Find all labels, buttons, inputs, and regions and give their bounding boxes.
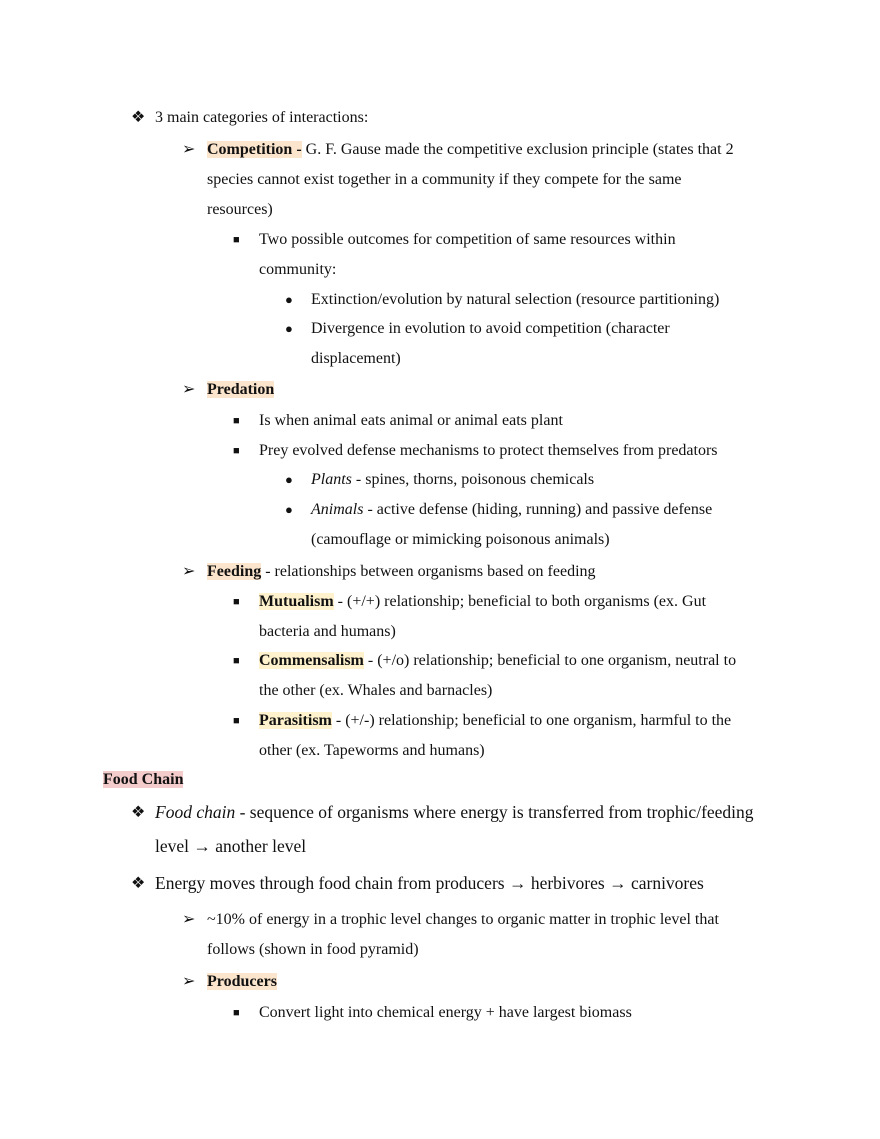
animals-defense-1: Animals - active defense (hiding, runnin… [311, 500, 712, 520]
predation-item-1: Is when animal eats animal or animal eat… [259, 412, 563, 429]
parasitism-line-2: other (ex. Tapeworms and humans) [259, 742, 485, 759]
feeding-line: Feeding - relationships between organism… [207, 562, 596, 582]
predation-term: Predation [207, 381, 275, 398]
parasitism-line-1: Parasitism - (+/-) relationship; benefic… [259, 711, 731, 731]
arrow-bullet-icon: ➢ [182, 973, 196, 990]
parasitism-term: Parasitism [259, 712, 332, 729]
competition-term: Competition - [207, 141, 302, 158]
producers-item: Convert light into chemical energy + hav… [259, 1004, 632, 1021]
commensalism-term: Commensalism [259, 652, 364, 669]
arrow-bullet-icon: ➢ [182, 381, 196, 398]
food-chain-heading: Food Chain [103, 771, 184, 788]
feeding-term: Feeding [207, 563, 262, 580]
plants-desc: - spines, thorns, poisonous chemicals [351, 471, 595, 488]
competition-line-2: species cannot exist together in a commu… [207, 171, 682, 188]
competition-sub-1: Two possible outcomes for competition of… [259, 231, 676, 248]
animals-defense-2: (camouflage or mimicking poisonous anima… [311, 531, 610, 548]
mutualism-line-2: bacteria and humans) [259, 623, 396, 640]
diamond-bullet-icon: ❖ [131, 875, 146, 892]
square-bullet-icon: ■ [233, 655, 240, 667]
interactions-heading: 3 main categories of interactions: [155, 109, 369, 126]
diamond-bullet-icon: ❖ [131, 804, 146, 821]
dot-bullet-icon: ● [285, 321, 293, 336]
commensalism-line-1: Commensalism - (+/o) relationship; benef… [259, 651, 736, 671]
producers-heading: Producers [207, 972, 277, 992]
competition-line-1: Competition - G. F. Gause made the compe… [207, 140, 734, 160]
competition-line-3: resources) [207, 201, 273, 218]
square-bullet-icon: ■ [233, 445, 240, 457]
food-chain-def-1: Food chain - sequence of organisms where… [155, 802, 754, 822]
arrow-bullet-icon: ➢ [182, 911, 196, 928]
ten-percent-1: ~10% of energy in a trophic level change… [207, 911, 719, 928]
square-bullet-icon: ■ [233, 596, 240, 608]
mutualism-term: Mutualism [259, 593, 334, 610]
square-bullet-icon: ■ [233, 715, 240, 727]
ten-percent-2: follows (shown in food pyramid) [207, 941, 419, 958]
dot-bullet-icon: ● [285, 292, 293, 307]
parasitism-desc-1: - (+/-) relationship; beneficial to one … [331, 712, 732, 729]
outcome-2-line-1: Divergence in evolution to avoid competi… [311, 320, 670, 337]
square-bullet-icon: ■ [233, 415, 240, 427]
square-bullet-icon: ■ [233, 1007, 240, 1019]
predation-heading: Predation [207, 380, 275, 400]
square-bullet-icon: ■ [233, 234, 240, 246]
predation-item-2: Prey evolved defense mechanisms to prote… [259, 442, 718, 459]
competition-desc-1: G. F. Gause made the competitive exclusi… [301, 141, 734, 158]
animals-term: Animals [311, 501, 364, 518]
producers-term: Producers [207, 973, 277, 990]
dot-bullet-icon: ● [285, 502, 293, 517]
commensalism-desc-1: - (+/o) relationship; beneficial to one … [363, 652, 737, 669]
food-chain-term: Food chain [155, 802, 236, 822]
outcome-2-line-2: displacement) [311, 350, 401, 367]
mutualism-desc-1: - (+/+) relationship; beneficial to both… [333, 593, 707, 610]
food-chain-desc-1: - sequence of organisms where energy is … [235, 802, 754, 822]
energy-flow: Energy moves through food chain from pro… [155, 873, 704, 893]
dot-bullet-icon: ● [285, 472, 293, 487]
food-chain-heading-line: Food Chain [103, 770, 184, 790]
commensalism-line-2: the other (ex. Whales and barnacles) [259, 682, 493, 699]
animals-desc-1: - active defense (hiding, running) and p… [363, 501, 713, 518]
plants-defense: Plants - spines, thorns, poisonous chemi… [311, 470, 594, 490]
feeding-desc: - relationships between organisms based … [261, 563, 596, 580]
arrow-bullet-icon: ➢ [182, 563, 196, 580]
arrow-bullet-icon: ➢ [182, 141, 196, 158]
outcome-1: Extinction/evolution by natural selectio… [311, 291, 720, 308]
plants-term: Plants [311, 471, 352, 488]
mutualism-line-1: Mutualism - (+/+) relationship; benefici… [259, 592, 706, 612]
diamond-bullet-icon: ❖ [131, 109, 146, 126]
competition-sub-2: community: [259, 261, 337, 278]
food-chain-def-2: level → another level [155, 836, 307, 856]
